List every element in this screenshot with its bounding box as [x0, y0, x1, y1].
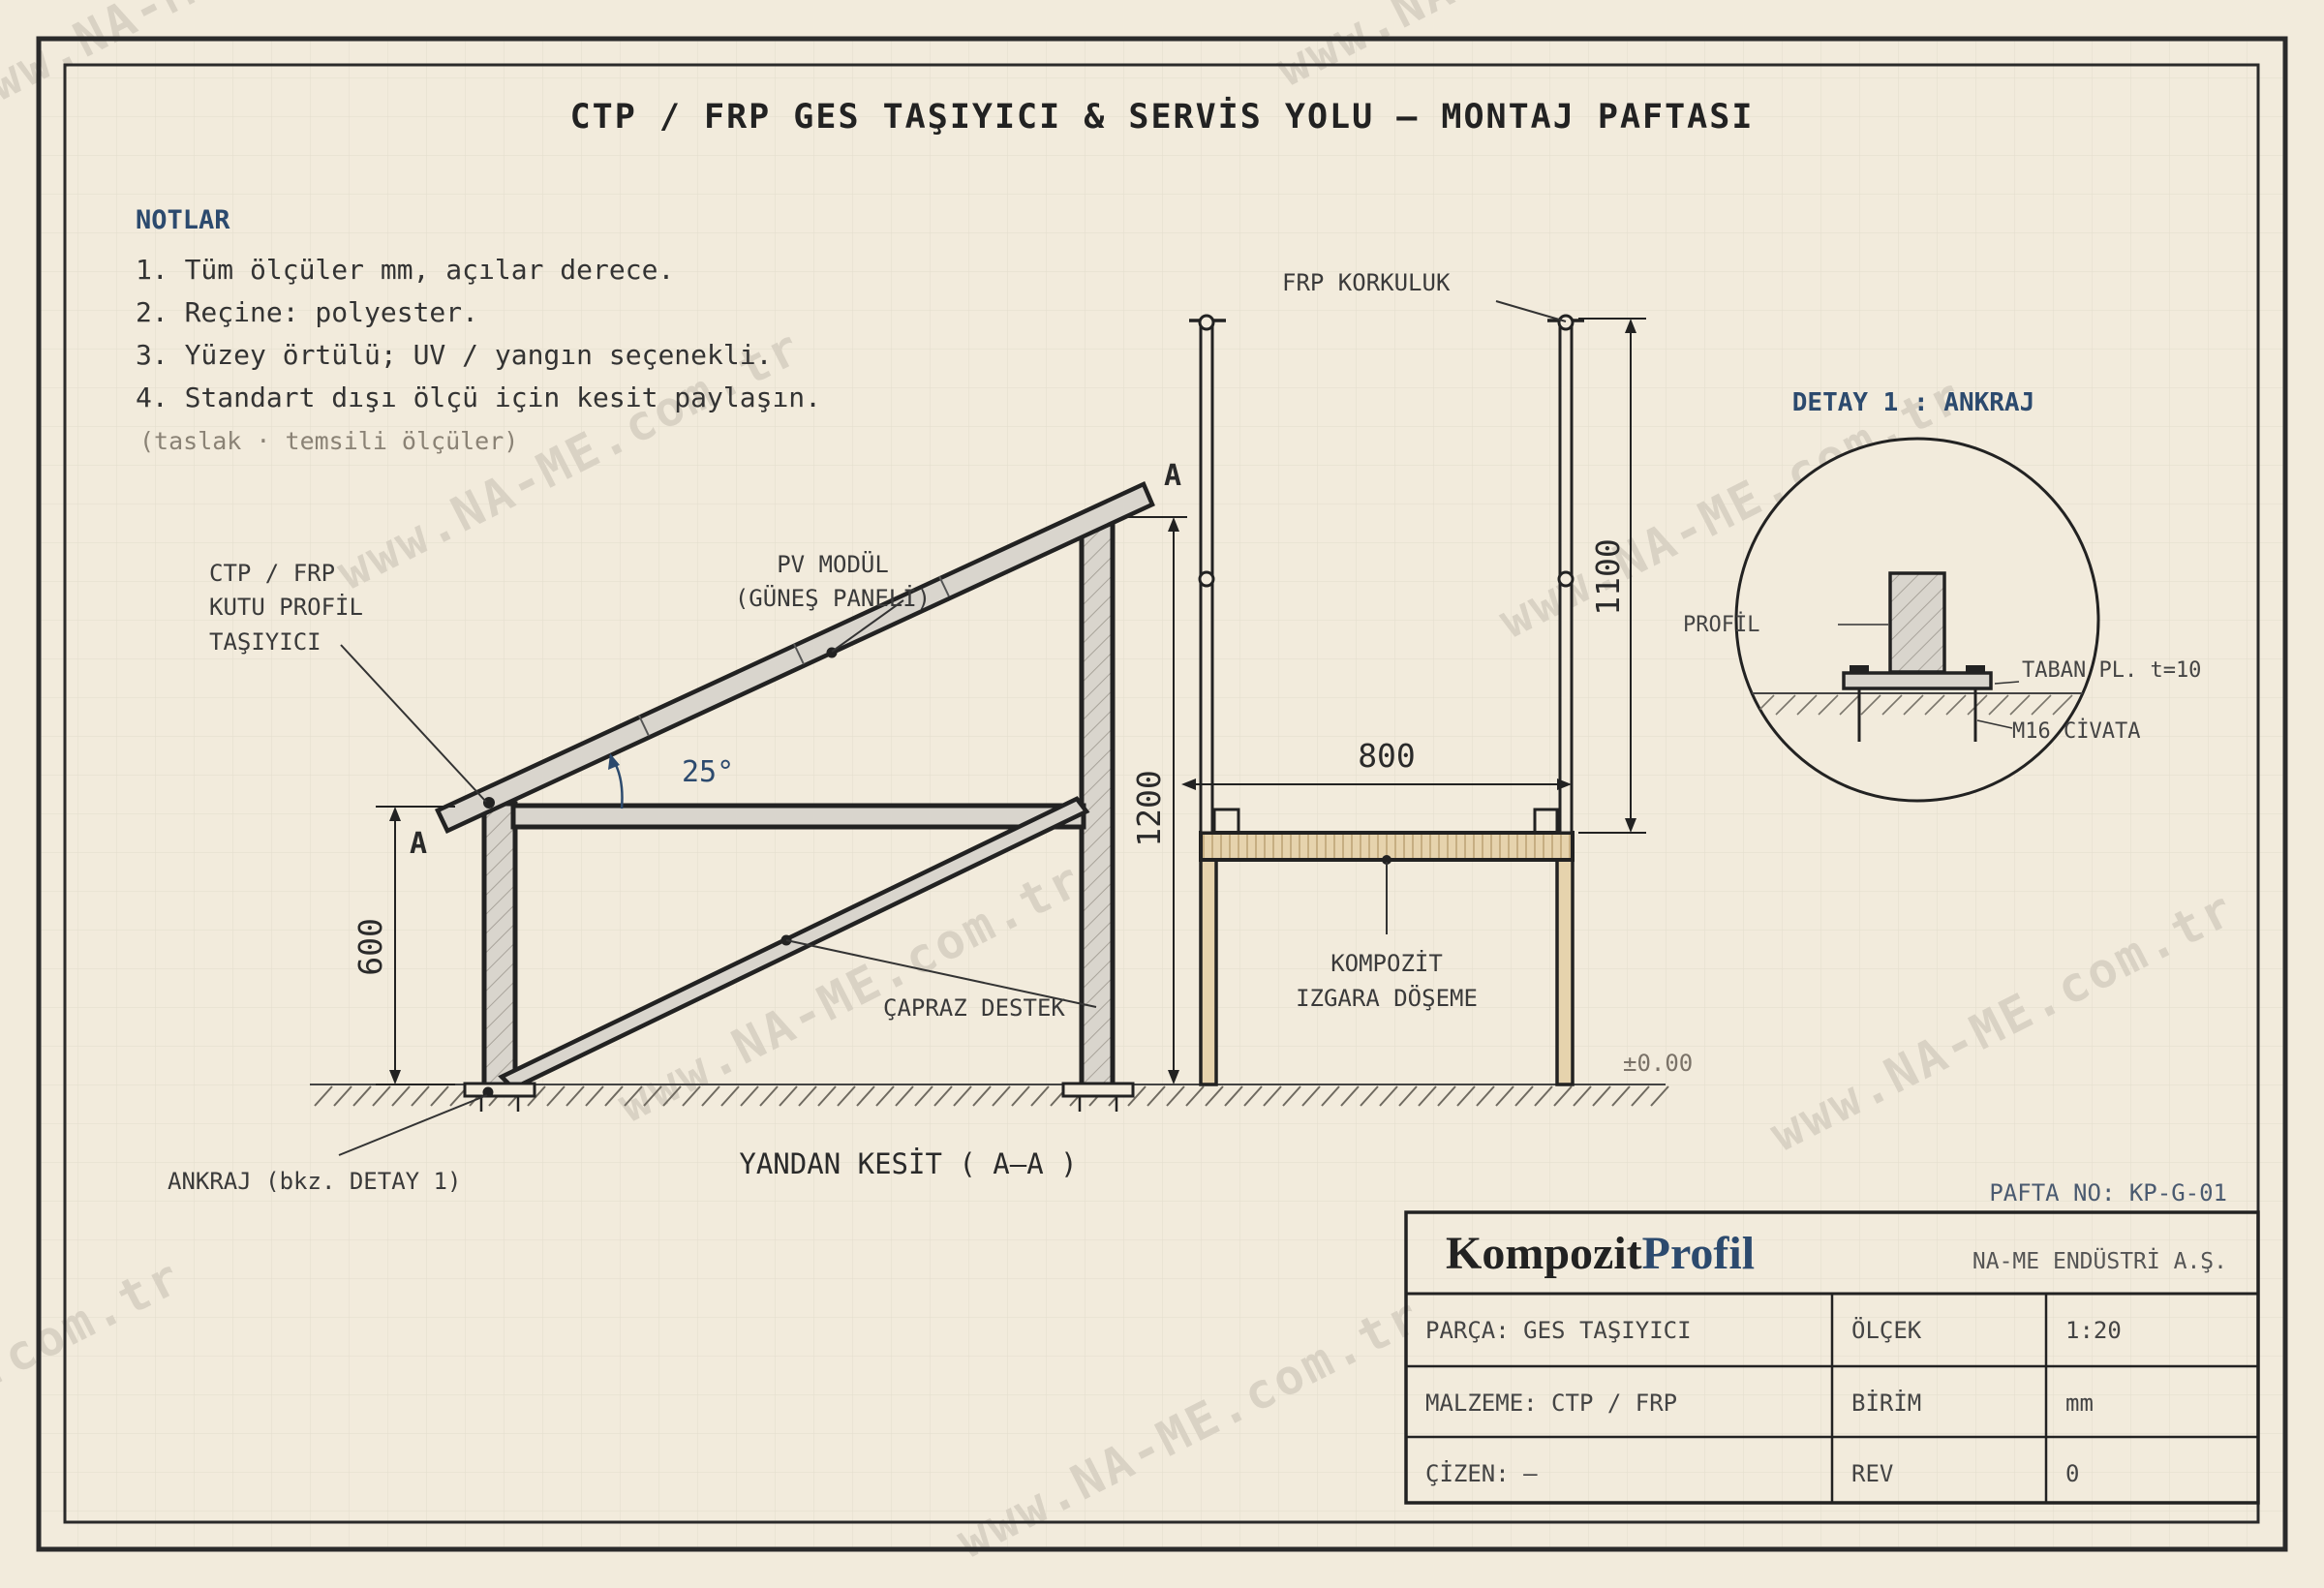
notes-heading: NOTLAR: [136, 205, 230, 235]
outer-border: [36, 36, 2288, 1552]
front-post: [481, 801, 518, 1087]
railing-label: FRP KORKULUK: [1282, 269, 1451, 296]
unit-key-cell: BİRİM: [1851, 1389, 1921, 1417]
material-cell: MALZEME: CTP / FRP: [1425, 1390, 1677, 1417]
profile-label: CTP / FRP: [209, 560, 335, 587]
drawn-by-cell: ÇİZEN: —: [1425, 1459, 1538, 1487]
dimension-lines: [376, 318, 1646, 1085]
note-item: 2. Reçine: polyester.: [136, 296, 478, 328]
rear-post: [1079, 521, 1116, 1087]
brand-logo: KompozitProfil: [1446, 1228, 1755, 1279]
pv-module-label: PV MODÜL: [777, 550, 889, 578]
inner-border: [63, 63, 2260, 1524]
detail-base-plate-label: TABAN PL. t=10: [2022, 658, 2201, 683]
sheet-title: CTP / FRP GES TAŞIYICI & SERVİS YOLU — M…: [570, 96, 1755, 137]
notes-footnote: (taslak · temsili ölçüler): [139, 427, 518, 455]
company-name: NA-ME ENDÜSTRİ A.Ş.: [1972, 1247, 2227, 1274]
note-item: 4. Standart dışı ölçü için kesit paylaşı…: [136, 382, 821, 413]
profile-label: TAŞIYICI: [209, 628, 321, 656]
title-block: PAFTA NO: KP-G-01 KompozitProfil NA-ME E…: [1404, 1179, 2260, 1505]
detail-anchorage: DETAY 1 : ANKRAJ PROFİL TABAN PL. t=10 M…: [1683, 388, 2201, 803]
walkway-right-leg: [1555, 855, 1575, 1086]
grating-label: KOMPOZİT: [1330, 949, 1443, 977]
service-walkway: [1189, 314, 1584, 1086]
pv-module-label: (GÜNEŞ PANELİ): [735, 584, 931, 612]
sheet-number: PAFTA NO: KP-G-01: [1989, 1179, 2227, 1206]
cross-brace-label: ÇAPRAZ DESTEK: [883, 994, 1065, 1022]
detail-title: DETAY 1 : ANKRAJ: [1792, 388, 2034, 417]
note-item: 3. Yüzey örtülü; UV / yangın seçenekli.: [136, 339, 772, 371]
section-mark: A: [1164, 459, 1181, 493]
walkway-width-dimension: 800: [1358, 737, 1416, 775]
scale-value-cell: 1:20: [2065, 1317, 2122, 1344]
detail-profile-label: PROFİL: [1683, 612, 1759, 637]
rear-base-plate: [1061, 1082, 1135, 1098]
profile-label: KUTU PROFİL: [209, 593, 363, 621]
revision-value-cell: 0: [2065, 1460, 2079, 1487]
front-base-plate: [463, 1082, 536, 1098]
elevation-label: ±0.00: [1623, 1050, 1693, 1077]
detail-base-plate: [1842, 671, 1993, 690]
detail-profile: [1888, 571, 1946, 674]
section-mark: A: [410, 827, 427, 861]
tilt-angle-label: 25°: [682, 755, 734, 789]
anchor-label: ANKRAJ (bkz. DETAY 1): [168, 1168, 461, 1195]
walkway-left-leg: [1199, 855, 1218, 1086]
revision-key-cell: REV: [1851, 1460, 1893, 1487]
pv-support-structure: [434, 480, 1155, 1112]
horizontal-beam: [510, 803, 1086, 830]
railing-height-dimension: 1100: [1589, 538, 1627, 615]
detail-bolt-label: M16 CİVATA: [2012, 718, 2140, 744]
part-cell: PARÇA: GES TAŞIYICI: [1425, 1317, 1692, 1344]
unit-value-cell: mm: [2065, 1390, 2094, 1417]
scale-key-cell: ÖLÇEK: [1851, 1316, 1922, 1344]
grating-label: IZGARA DÖŞEME: [1296, 984, 1478, 1012]
leader-lines: [338, 300, 1567, 1156]
section-caption: YANDAN KESİT ( A–A ): [739, 1147, 1077, 1180]
rear-height-dimension: 1200: [1130, 770, 1168, 846]
front-height-dimension: 600: [352, 918, 389, 976]
notes-block: NOTLAR 1. Tüm ölçüler mm, açılar derece.…: [136, 205, 821, 455]
pv-module: [434, 480, 1155, 834]
note-item: 1. Tüm ölçüler mm, açılar derece.: [136, 254, 674, 286]
